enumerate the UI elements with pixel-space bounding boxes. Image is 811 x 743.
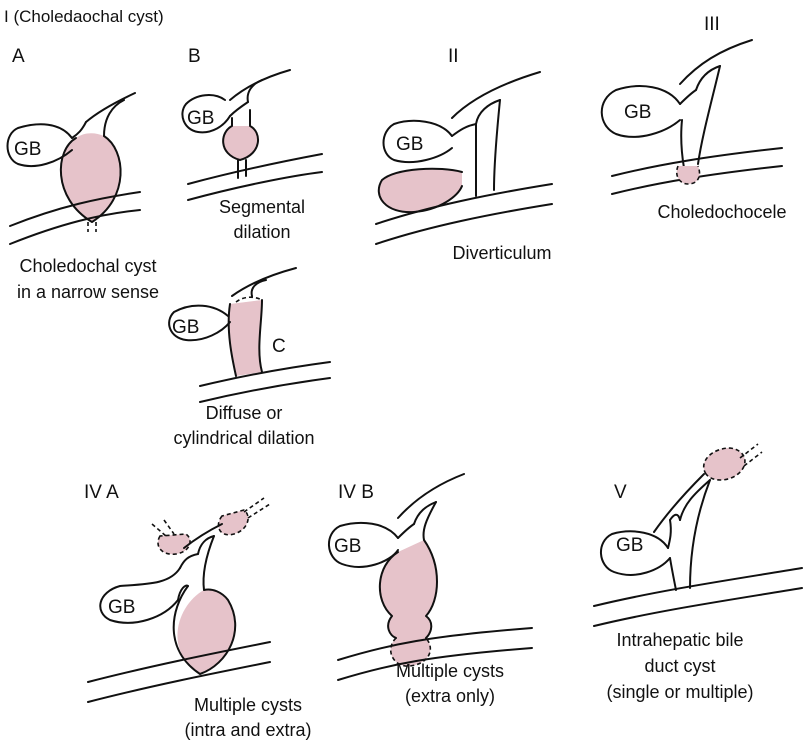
- panel-label-v: V: [614, 482, 627, 503]
- duodenum-wall: [200, 362, 330, 386]
- cystic-duct: [398, 524, 414, 538]
- hepatic-duct: [248, 80, 262, 102]
- cystic-duct: [230, 102, 248, 116]
- cystic-duct: [680, 90, 696, 104]
- cyst-intrahepatic: [704, 448, 745, 480]
- caption-iii: Choledochocele: [657, 202, 786, 222]
- duodenum-wall: [88, 642, 270, 682]
- cyst-fusiform: [61, 133, 121, 222]
- panel-type-ivb: IV B GB Multiple cysts (extra only): [329, 474, 532, 706]
- caption-b-line2: dilation: [233, 222, 290, 242]
- common-bile-duct: [494, 100, 500, 190]
- gallbladder-label: GB: [616, 535, 643, 556]
- panel-label-iva: IV A: [84, 482, 119, 503]
- hepatic-duct: [670, 515, 680, 520]
- duodenum-wall: [594, 588, 802, 626]
- caption-ivb-line1: Multiple cysts: [396, 661, 504, 681]
- caption-ivb-line2: (extra only): [405, 686, 495, 706]
- cystic-duct: [668, 520, 671, 548]
- panel-label-ivb: IV B: [338, 482, 374, 503]
- caption-iva-line2: (intra and extra): [184, 720, 311, 740]
- intrahepatic-duct-dashed: [152, 520, 174, 536]
- duodenum-wall: [10, 210, 140, 244]
- hepatic-duct: [230, 70, 290, 100]
- panel-label-ii: II: [448, 46, 459, 67]
- distal-duct-dashed: [88, 222, 96, 232]
- caption-v-line2: duct cyst: [644, 656, 715, 676]
- duodenum-wall: [338, 628, 532, 660]
- gallbladder-label: GB: [624, 102, 651, 123]
- gallbladder-label: GB: [187, 108, 214, 129]
- gallbladder-label: GB: [108, 597, 135, 618]
- panel-type-v: V GB Intrahepatic bile duct cyst (single…: [594, 444, 802, 702]
- hepatic-duct: [476, 100, 500, 124]
- panel-type-ia: A GB Choledochal cyst in a narrow sense: [8, 46, 160, 302]
- hepatic-duct: [184, 524, 222, 548]
- hepatic-duct: [680, 480, 710, 520]
- caption-a-line2: in a narrow sense: [17, 282, 159, 302]
- caption-ii: Diverticulum: [452, 243, 551, 263]
- gallbladder-label: GB: [14, 139, 41, 160]
- hepatic-duct: [232, 268, 296, 296]
- panel-label-c: C: [272, 336, 286, 357]
- panel-label-b: B: [188, 46, 201, 67]
- hepatic-duct: [452, 72, 540, 118]
- caption-c-line2: cylindrical dilation: [173, 428, 314, 448]
- gallbladder-label: GB: [396, 134, 423, 155]
- caption-c-line1: Diffuse or: [206, 403, 283, 423]
- cystic-duct: [180, 554, 198, 568]
- caption-a-line1: Choledochal cyst: [19, 256, 156, 276]
- caption-iva-line1: Multiple cysts: [194, 695, 302, 715]
- hepatic-duct: [86, 93, 135, 122]
- cyst-intrahepatic: [218, 510, 248, 535]
- common-bile-duct: [670, 558, 676, 590]
- caption-v-line1: Intrahepatic bile: [616, 630, 743, 650]
- panel-type-iii: III GB Choledochocele: [602, 14, 787, 222]
- hepatic-duct: [104, 100, 124, 136]
- gallbladder-label: GB: [172, 317, 199, 338]
- panel-label-iii: III: [704, 14, 720, 35]
- duodenum-wall: [188, 172, 322, 200]
- panel-type-ii: II GB Diverticulum: [376, 46, 552, 263]
- panel-type-iva: IV A GB Multiple cysts (intra and extra): [84, 482, 312, 740]
- figure-title: I (Choledaochal cyst): [4, 7, 164, 26]
- duodenum-wall: [188, 154, 322, 184]
- caption-v-line3: (single or multiple): [606, 682, 753, 702]
- hepatic-duct: [680, 40, 752, 84]
- panel-label-a: A: [12, 46, 25, 67]
- common-bile-duct: [203, 536, 214, 590]
- gallbladder-label: GB: [334, 536, 361, 557]
- cystic-duct: [452, 124, 476, 136]
- panel-type-ic: GB C Diffuse or cylindrical dilation: [169, 268, 330, 448]
- panel-type-ib: B GB Segmental dilation: [182, 46, 322, 242]
- caption-b-line1: Segmental: [219, 197, 305, 217]
- hepatic-duct: [414, 502, 436, 524]
